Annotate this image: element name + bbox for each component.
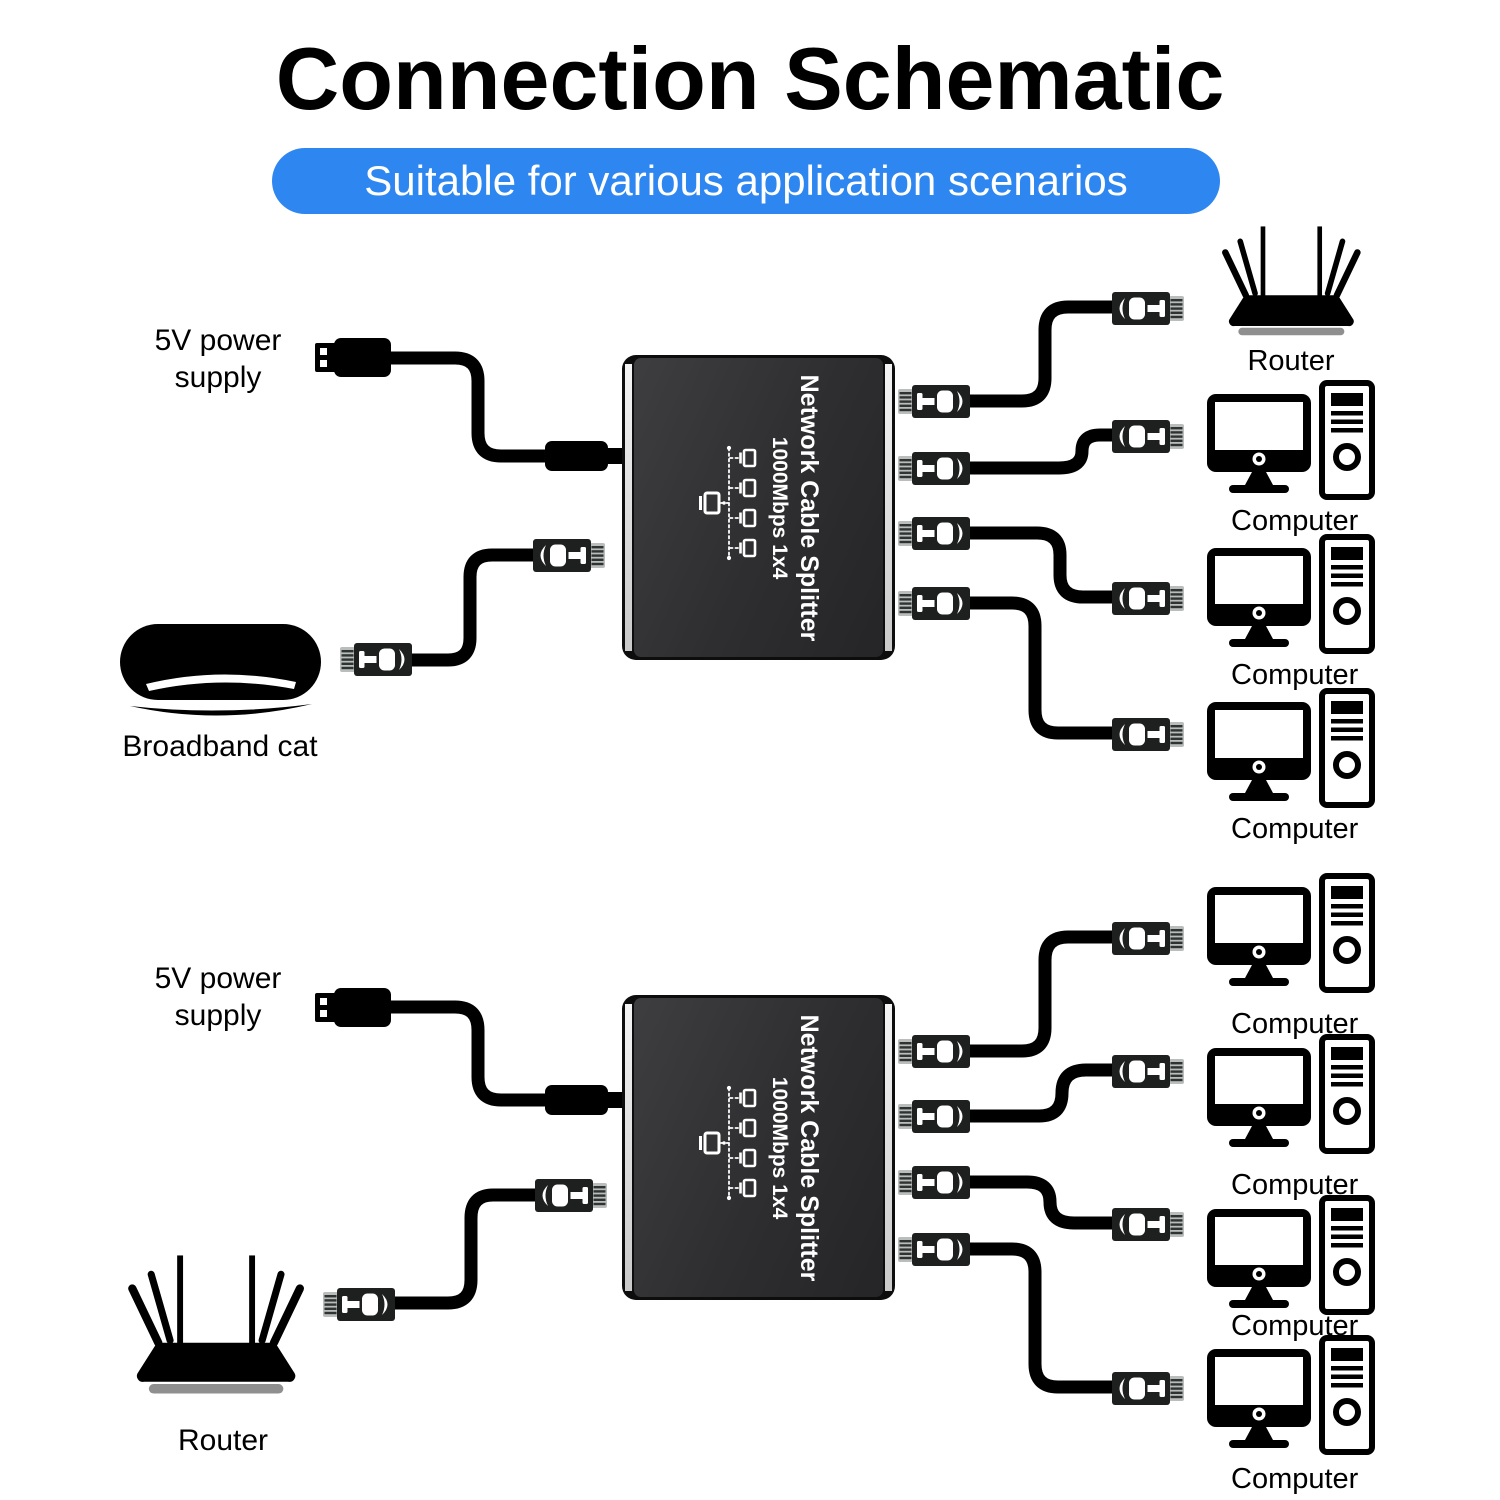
splitter-title: Network Cable Splitter <box>794 1014 823 1281</box>
output-label-router: Router <box>1247 345 1335 377</box>
cable-top-output-1 <box>953 300 1121 408</box>
cable-bottom-output-3 <box>953 1175 1121 1230</box>
computer-icon <box>1207 383 1372 497</box>
power-supply-label-top: 5V power supply <box>154 324 282 394</box>
rj45-connector-icon <box>1112 420 1184 453</box>
rj45-port-plug-icon <box>898 385 970 418</box>
rj45-port-plug-icon <box>898 452 970 485</box>
one-to-four-topology-icon <box>698 445 756 560</box>
rj45-connector-icon <box>1112 582 1184 615</box>
micro-usb-plug-icon <box>545 1085 624 1115</box>
computer-icon <box>1207 691 1372 805</box>
splitter-edge <box>625 364 632 651</box>
power-supply-label-bottom: 5V power supply <box>154 962 282 1032</box>
rj45-connector-icon <box>1112 1208 1184 1241</box>
cable-bottom-source <box>388 1188 544 1310</box>
subtitle-text: Suitable for various application scenari… <box>364 157 1128 204</box>
one-to-four-topology-icon <box>698 1085 756 1200</box>
output-label-computer: Computer <box>1231 1310 1359 1342</box>
splitter-spec: 1000Mbps 1x4 <box>767 1076 791 1219</box>
rj45-connector-icon <box>340 643 412 676</box>
computer-icon <box>1207 1037 1372 1151</box>
computer-icon <box>1207 1338 1372 1452</box>
output-label-computer: Computer <box>1231 1008 1359 1040</box>
router-icon <box>132 1255 300 1393</box>
splitter-spec: 1000Mbps 1x4 <box>767 436 791 579</box>
cable-top-output-3 <box>953 526 1121 604</box>
usb-power-plug-icon <box>315 988 391 1027</box>
cable-bottom-output-1 <box>953 930 1121 1058</box>
rj45-port-plug-icon <box>898 1233 970 1266</box>
splitter-panel: Network Cable Splitter 1000Mbps 1x4 <box>634 998 883 1297</box>
cable-bottom-power <box>383 1000 554 1107</box>
cable-top-output-4 <box>953 596 1121 740</box>
broadband-modem-icon <box>120 624 321 716</box>
rj45-port-plug-icon <box>898 1035 970 1068</box>
output-label-computer: Computer <box>1231 813 1359 845</box>
cable-top-output-2 <box>953 428 1121 475</box>
page-title: Connection Schematic <box>275 29 1225 128</box>
router-icon <box>1225 226 1357 335</box>
splitter-panel: Network Cable Splitter 1000Mbps 1x4 <box>634 358 883 657</box>
splitter-edge <box>885 1004 892 1291</box>
cable-bottom-output-2 <box>953 1063 1121 1123</box>
rj45-connector-icon <box>533 539 605 572</box>
output-label-computer: Computer <box>1231 505 1359 537</box>
source-label-router: Router <box>177 1424 269 1457</box>
output-label-computer: Computer <box>1231 659 1359 691</box>
cable-top-source <box>401 548 544 667</box>
subtitle-banner: Suitable for various application scenari… <box>272 148 1220 214</box>
rj45-port-plug-icon <box>898 517 970 550</box>
cable-top-power <box>383 351 554 463</box>
splitter-device-top: Network Cable Splitter 1000Mbps 1x4 <box>622 355 895 660</box>
micro-usb-plug-icon <box>545 441 624 471</box>
computer-icon <box>1207 1198 1372 1312</box>
cable-bottom-output-4 <box>953 1242 1121 1394</box>
rj45-connector-icon <box>535 1179 607 1212</box>
rj45-connector-icon <box>1112 292 1184 325</box>
computer-icon <box>1207 537 1372 651</box>
usb-power-plug-icon <box>315 338 391 377</box>
splitter-edge <box>885 364 892 651</box>
rj45-connector-icon <box>1112 1055 1184 1088</box>
source-label-broadband-cat: Broadband cat <box>122 730 318 763</box>
splitter-edge <box>625 1004 632 1291</box>
rj45-connector-icon <box>1112 718 1184 751</box>
rj45-connector-icon <box>1112 1372 1184 1405</box>
rj45-port-plug-icon <box>898 1166 970 1199</box>
rj45-connector-icon <box>1112 922 1184 955</box>
rj45-port-plug-icon <box>898 587 970 620</box>
splitter-title: Network Cable Splitter <box>794 374 823 641</box>
splitter-device-bottom: Network Cable Splitter 1000Mbps 1x4 <box>622 995 895 1300</box>
output-label-computer: Computer <box>1231 1463 1359 1495</box>
rj45-connector-icon <box>323 1288 395 1321</box>
rj45-port-plug-icon <box>898 1100 970 1133</box>
computer-icon <box>1207 876 1372 990</box>
output-label-computer: Computer <box>1231 1169 1359 1201</box>
